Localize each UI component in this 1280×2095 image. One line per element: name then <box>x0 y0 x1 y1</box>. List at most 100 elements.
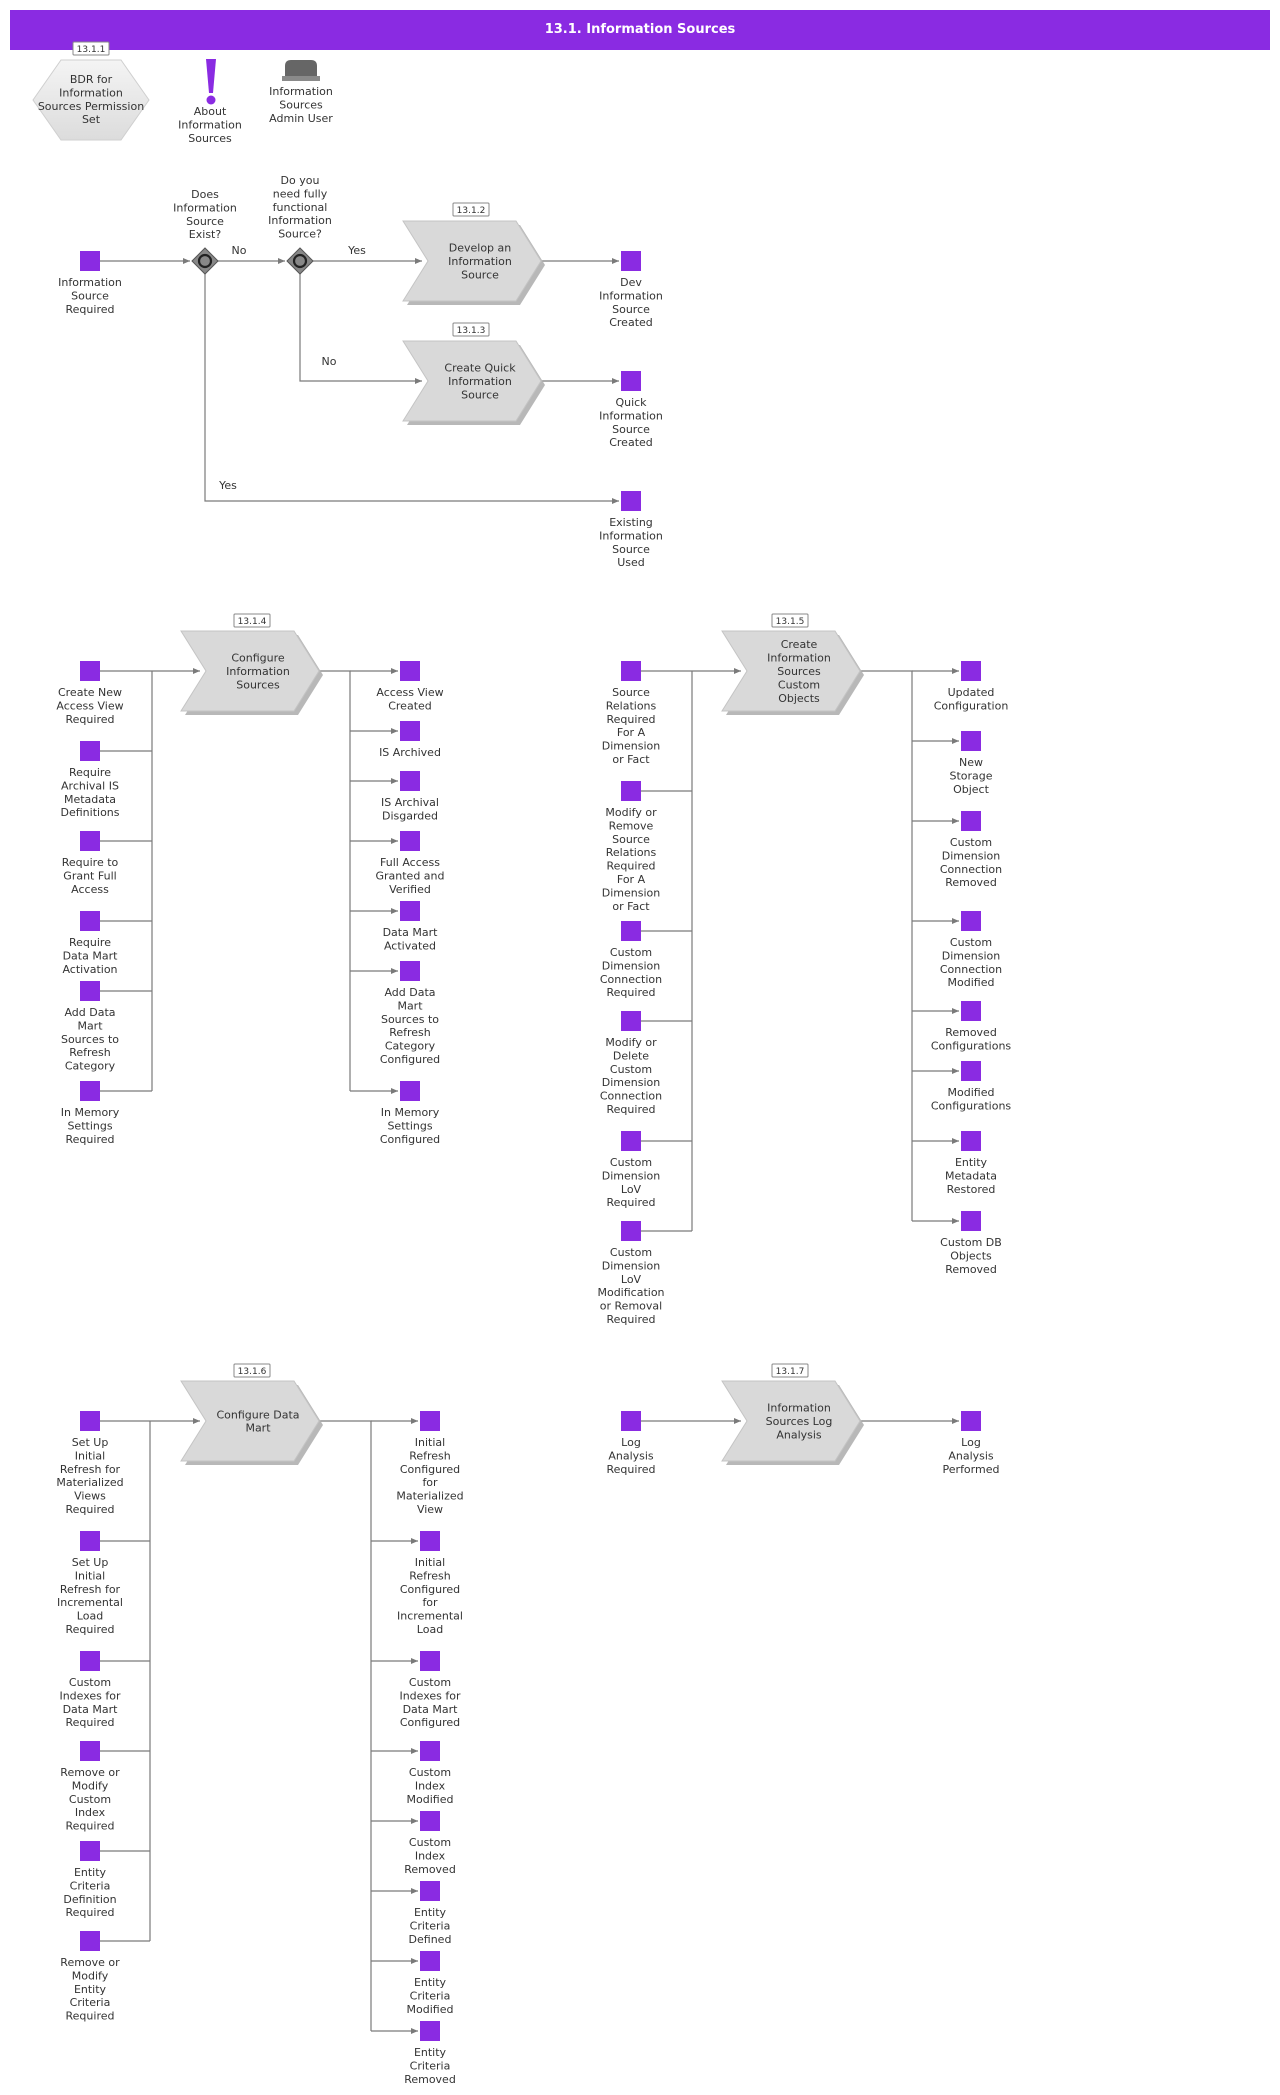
event-marker <box>961 661 981 681</box>
event-marker <box>420 1651 440 1671</box>
reference-number: 13.1.2 <box>457 206 486 216</box>
event-marker <box>621 251 641 271</box>
gateway-fully-functional[interactable] <box>286 247 314 275</box>
connector-line <box>299 274 422 384</box>
event-marker <box>400 961 420 981</box>
event-output-configure-is[interactable]: IS Archived <box>379 721 441 759</box>
event-marker <box>420 1531 440 1551</box>
reference-number: 13.1.3 <box>457 326 486 336</box>
event-marker <box>400 901 420 921</box>
process-shape <box>180 1380 320 1462</box>
user-base <box>282 76 320 81</box>
event-marker <box>621 921 641 941</box>
event-marker <box>400 661 420 681</box>
event-marker <box>80 911 100 931</box>
reference-number: 13.1.6 <box>238 1367 267 1377</box>
event-marker <box>621 781 641 801</box>
event-marker <box>420 1881 440 1901</box>
process-shape <box>180 630 320 712</box>
event-marker <box>80 1931 100 1951</box>
gateway-circle-icon <box>292 253 308 269</box>
gateway-source-exists[interactable] <box>191 247 219 275</box>
gateway-diamond <box>286 247 314 275</box>
event-label: IS Archived <box>379 746 441 759</box>
quick-ref-badge: 13.1.3 <box>452 322 490 337</box>
process-shape <box>402 220 542 302</box>
event-marker <box>420 1741 440 1761</box>
event-marker <box>621 1011 641 1031</box>
hexagon-shape <box>32 59 150 141</box>
